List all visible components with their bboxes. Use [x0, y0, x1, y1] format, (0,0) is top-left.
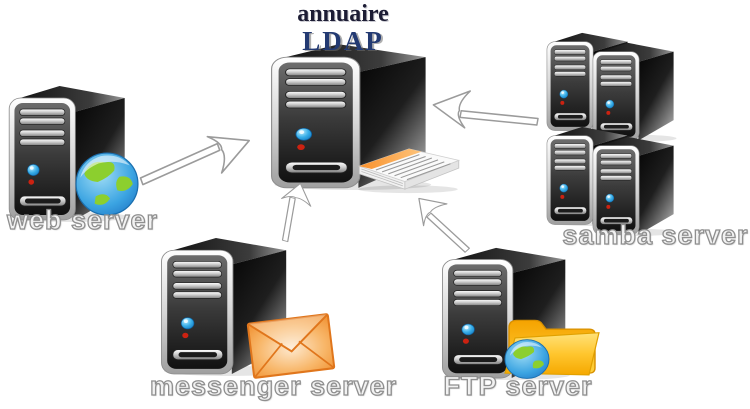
arrow-samba-to-ldap — [427, 83, 543, 143]
web-server-label: web server — [6, 204, 159, 235]
ftp-server-label: FTP server — [443, 370, 593, 401]
directory-book-icon — [351, 145, 465, 195]
diagram-title: annuaire LDAP — [263, 1, 423, 57]
messenger-server-label: messenger server — [149, 370, 398, 401]
samba-server-label: samba server — [562, 219, 749, 250]
samba-server-cluster — [540, 26, 700, 231]
title-line-annuaire: annuaire — [297, 1, 389, 27]
title-line-ldap: LDAP — [302, 26, 384, 57]
envelope-icon — [246, 312, 336, 380]
arrow-web-to-ldap — [132, 120, 260, 202]
